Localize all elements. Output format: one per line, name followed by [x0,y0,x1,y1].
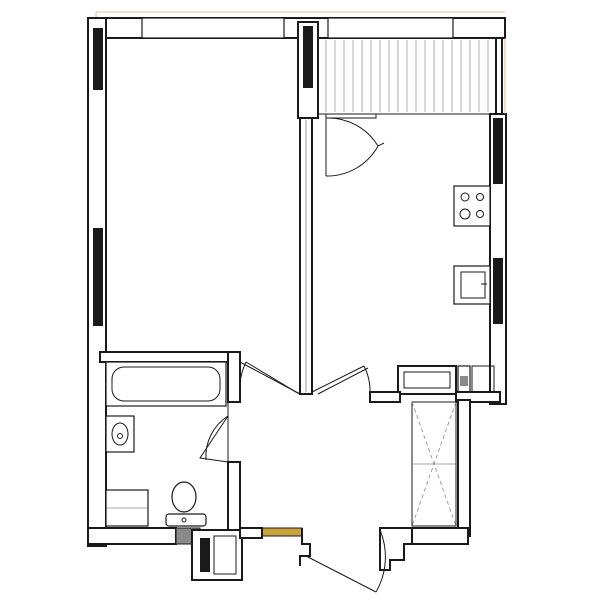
window-icon [493,118,503,184]
outer-walls [87,11,507,547]
door-swing-icon [239,361,301,395]
toilet-icon [165,481,207,527]
stove-icon [453,185,491,227]
washbasin-icon [105,415,135,453]
window-icon [93,28,103,90]
balcony [317,37,499,115]
entrance [175,527,413,593]
window-icon [327,17,454,39]
door-swing-icon [311,365,371,395]
partition-wall [297,21,319,395]
window-icon [493,258,503,324]
window-icon [93,228,103,326]
door-swing-icon [199,402,229,463]
bathtub-icon [105,361,227,407]
window-icon [303,26,313,88]
sink-icon [453,265,491,305]
balcony-slats [325,40,498,112]
door-swing-icon [325,113,385,177]
window-icon [141,17,285,39]
kitchen-unit [397,365,495,395]
washing-machine [105,489,149,527]
wardrobe-icon [411,401,457,527]
interior-walls [87,351,501,545]
